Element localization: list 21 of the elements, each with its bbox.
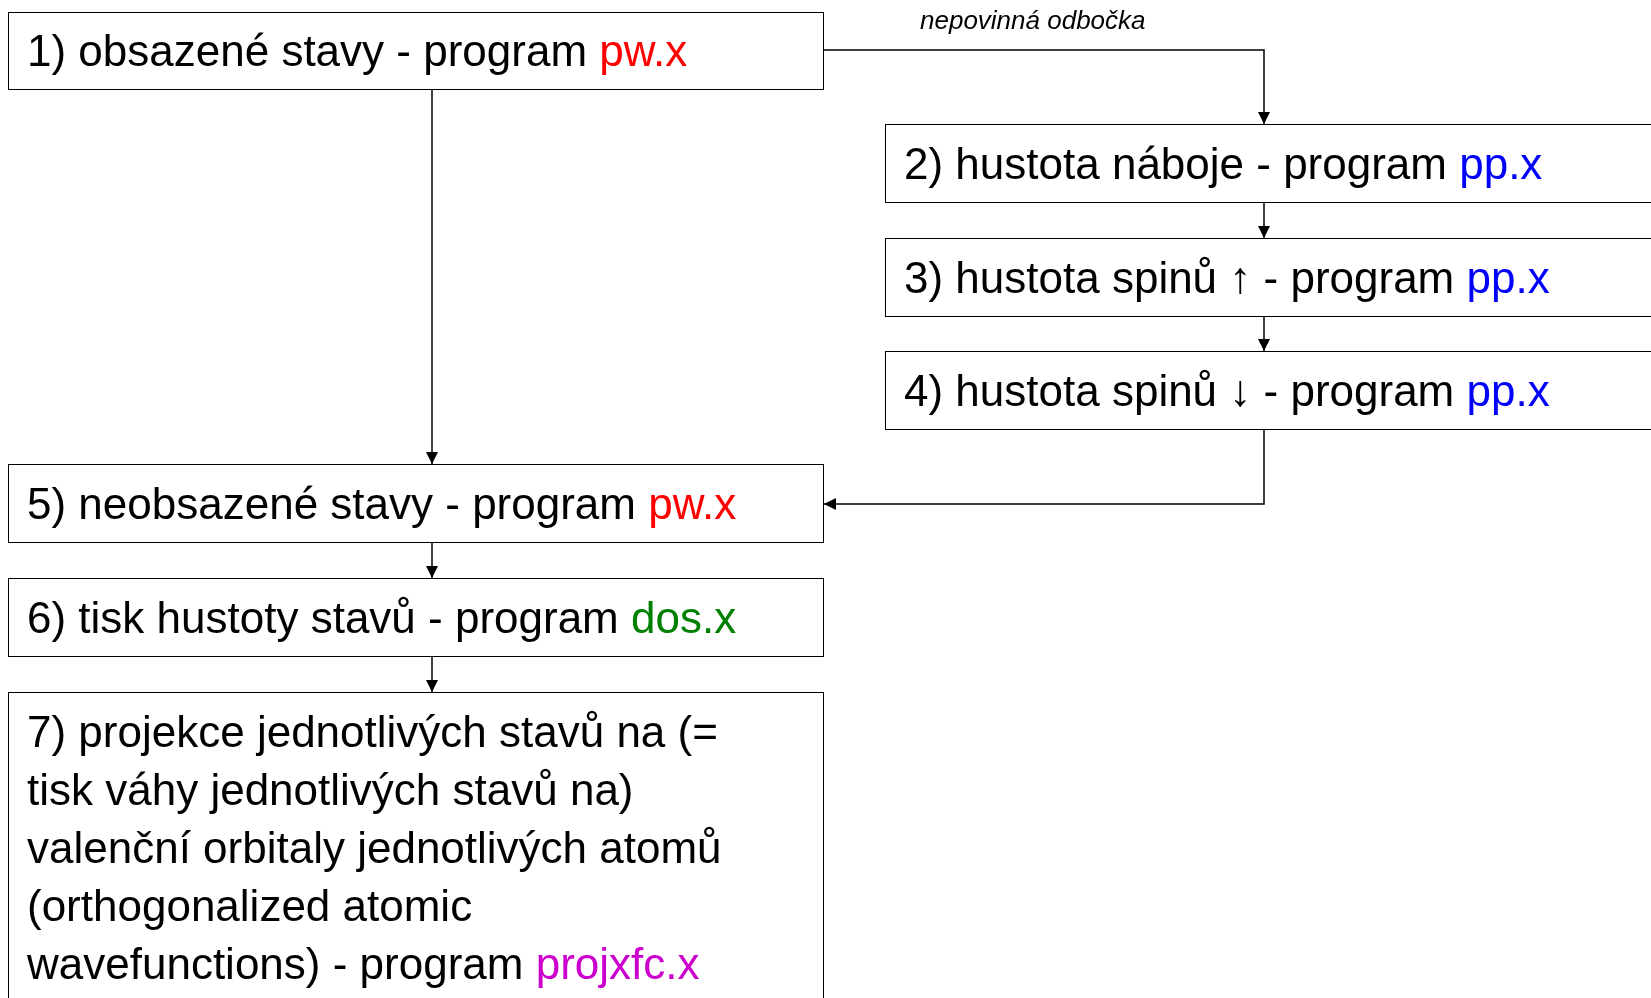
- box-text: 1) obsazené stavy - program pw.x: [27, 25, 688, 77]
- box-text: 2) hustota náboje - program pp.x: [904, 137, 1543, 190]
- arrow: [823, 429, 1265, 510]
- process-box: [885, 238, 1651, 317]
- box-text: 7) projekce jednotlivých stavů na (= tisk váhy jednotlivých stavů na) valenční orbitaly jednotlivých atomů (orthogonalized atomic wavefunctions) - program projxfc.x: [27, 706, 723, 990]
- arrow: [426, 656, 438, 693]
- process-box: [8, 464, 824, 543]
- arrow: [1258, 316, 1270, 352]
- process-box: [8, 692, 824, 998]
- box-text: 4) hustota spinů ↓ - program pp.x: [904, 364, 1550, 417]
- arrow: [426, 542, 438, 579]
- process-box: [8, 12, 824, 90]
- box-text: 3) hustota spinů ↑ - program pp.x: [904, 251, 1550, 304]
- box-text: 6) tisk hustoty stavů - program dos.x: [27, 591, 737, 644]
- process-box: [8, 578, 824, 657]
- arrow: [426, 89, 438, 465]
- arrow: [1258, 202, 1270, 239]
- process-box: [885, 124, 1651, 203]
- arrow: [823, 49, 1270, 125]
- box-text: 5) neobsazené stavy - program pw.x: [27, 477, 737, 530]
- process-box: [885, 351, 1651, 430]
